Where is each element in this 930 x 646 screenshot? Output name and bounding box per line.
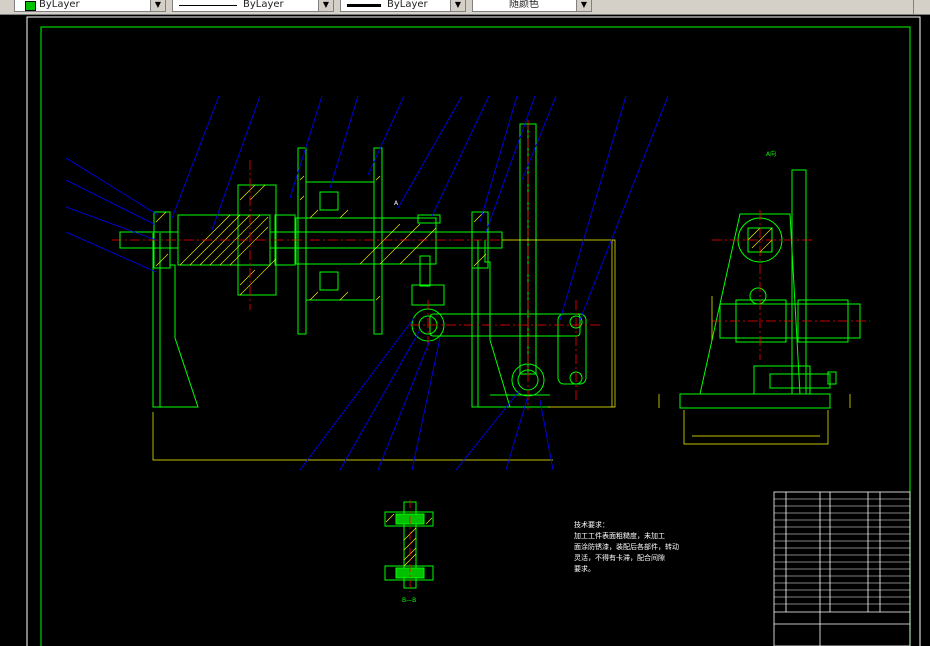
linetype-value: ByLayer (243, 0, 284, 10)
plotstyle-value: 随颜色 (509, 0, 539, 10)
layer-color-dropdown[interactable]: ByLayer ▼ (14, 0, 166, 12)
plotstyle-dropdown[interactable]: 随颜色 ▼ (472, 0, 592, 12)
dimensions-main (152, 239, 616, 461)
frame-border (40, 26, 911, 646)
title-block-rows (774, 498, 910, 605)
dimensions-side (658, 296, 851, 445)
chevron-down-icon[interactable]: ▼ (450, 0, 465, 11)
drawing-svg (26, 16, 921, 646)
technical-notes-title: 技术要求： (574, 521, 609, 529)
cad-drawing-canvas[interactable]: A向 A B—B 技术要求： 加工工件表面粗糙度，未加工 面涂防锈漆，装配后各部… (0, 15, 930, 646)
hatch-main (155, 175, 487, 301)
chevron-down-icon[interactable]: ▼ (576, 0, 591, 11)
side-view (679, 169, 861, 409)
chevron-down-icon[interactable]: ▼ (150, 0, 165, 11)
toolbar-scroll-handle[interactable] (913, 0, 930, 14)
centerlines-side (712, 210, 870, 360)
centerlines-main (112, 120, 600, 410)
properties-toolbar: ByLayer ▼ ByLayer ▼ ByLayer ▼ 随颜色 ▼ (0, 0, 930, 15)
layer-color-value: ByLayer (39, 0, 80, 10)
view-label-a: A向 (766, 151, 777, 158)
lineweight-dropdown[interactable]: ByLayer ▼ (340, 0, 466, 12)
main-view (119, 123, 587, 408)
technical-notes-body: 加工工件表面粗糙度，未加工 面涂防锈漆，装配后各部件，转动 灵活，不得有卡滞，配… (574, 532, 679, 573)
linetype-dropdown[interactable]: ByLayer ▼ (172, 0, 334, 12)
linetype-preview (179, 5, 237, 6)
chevron-down-icon[interactable]: ▼ (318, 0, 333, 11)
section-label-bb: B—B (402, 597, 417, 604)
lineweight-value: ByLayer (387, 0, 428, 10)
paper-border (26, 16, 921, 646)
color-swatch (25, 1, 36, 11)
arrow-label: A (394, 200, 399, 207)
lineweight-preview (347, 4, 381, 7)
hatch-side (747, 227, 773, 253)
leader-lines (65, 95, 669, 471)
